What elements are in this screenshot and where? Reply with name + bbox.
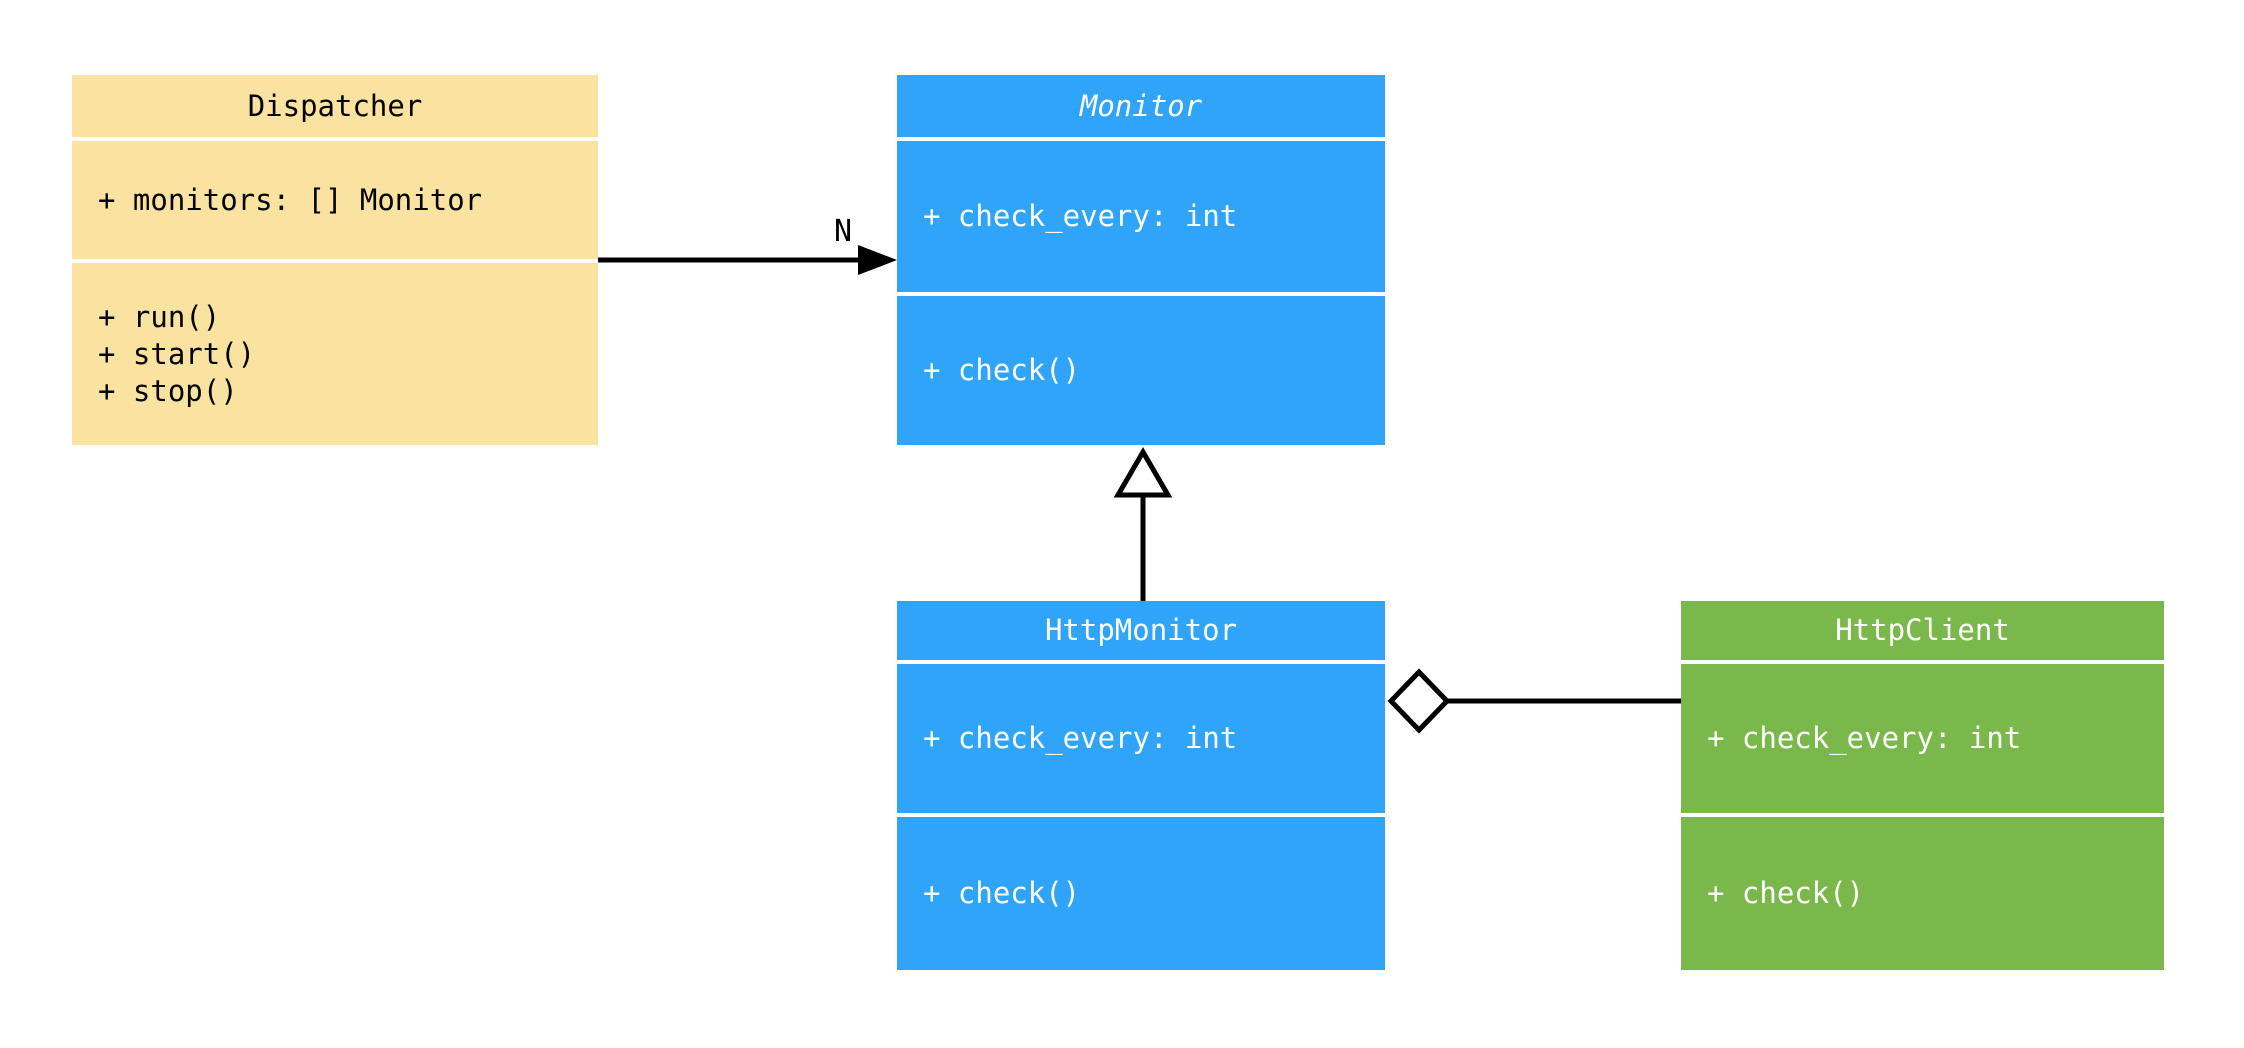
class-methods-section: + check() <box>897 296 1385 445</box>
class-methods-section: + run() + start() + stop() <box>72 263 598 445</box>
class-method: + check() <box>923 353 1081 387</box>
class-header: HttpClient <box>1681 601 2164 660</box>
class-title: HttpMonitor <box>1044 613 1238 647</box>
association-multiplicity-label: N <box>834 214 852 249</box>
class-method: + run() <box>98 299 221 334</box>
class-title: Dispatcher <box>247 88 423 123</box>
class-title: HttpClient <box>1835 613 2010 647</box>
class-attributes-section: + check_every: int <box>1681 664 2164 813</box>
class-attributes-section: + check_every: int <box>897 664 1385 813</box>
association-arrowhead-icon <box>858 245 897 275</box>
class-methods-section: + check() <box>897 817 1385 970</box>
aggregation-diamond-icon <box>1387 668 1451 734</box>
class-attributes-section: + monitors: [] Monitor <box>72 141 598 259</box>
class-methods-section: + check() <box>1681 817 2164 970</box>
class-title: Monitor <box>1079 88 1203 123</box>
class-method: + stop() <box>98 373 238 408</box>
class-attribute: + check_every: int <box>1707 721 2022 755</box>
class-method: + check() <box>1707 876 1865 910</box>
generalization-triangle-icon <box>1113 447 1173 498</box>
class-attribute: + check_every: int <box>923 721 1238 755</box>
class-attribute: + check_every: int <box>923 199 1238 233</box>
class-monitor: Monitor + check_every: int + check() <box>897 75 1385 445</box>
class-httpmonitor: HttpMonitor + check_every: int + check() <box>897 601 1385 970</box>
class-httpclient: HttpClient + check_every: int + check() <box>1681 601 2164 970</box>
class-header: Monitor <box>897 75 1385 137</box>
class-attributes-section: + check_every: int <box>897 141 1385 292</box>
class-header: Dispatcher <box>72 75 598 137</box>
class-header: HttpMonitor <box>897 601 1385 660</box>
class-method: + start() <box>98 336 256 371</box>
class-method: + check() <box>923 876 1081 910</box>
class-dispatcher: Dispatcher + monitors: [] Monitor + run(… <box>72 75 598 445</box>
class-attribute: + monitors: [] Monitor <box>98 182 483 217</box>
